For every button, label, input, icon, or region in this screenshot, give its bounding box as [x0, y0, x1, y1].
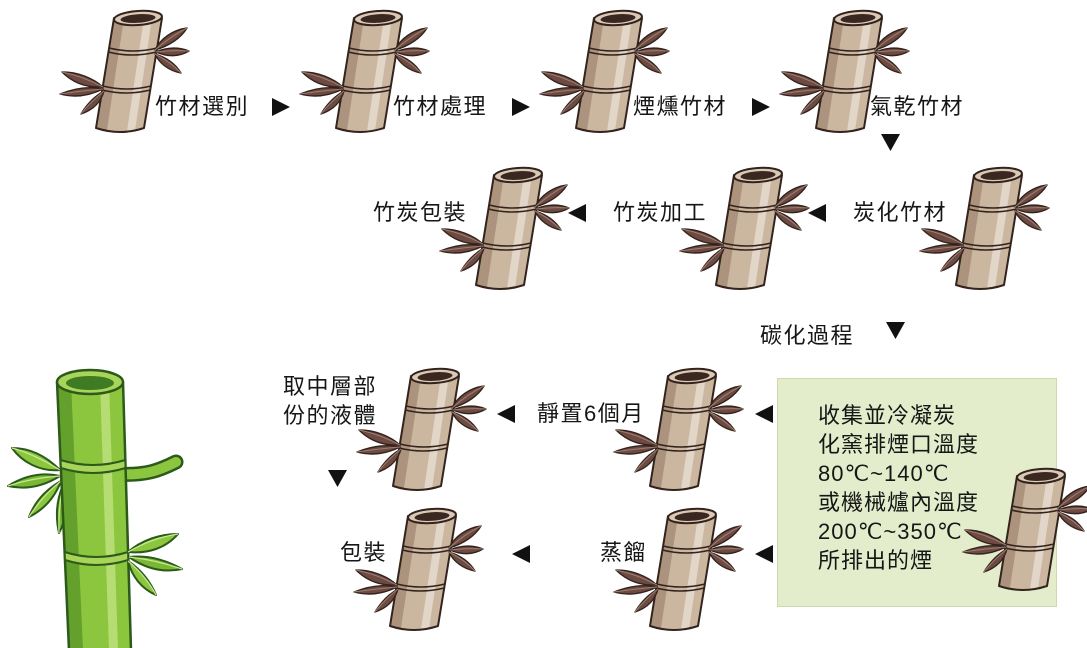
arrow-right-icon — [752, 98, 770, 116]
arrow-left-icon — [497, 405, 515, 423]
smoke-collection-line: 80℃~140℃ — [818, 461, 950, 486]
step-label-line: 份的液體 — [283, 403, 378, 428]
bamboo-icon — [353, 506, 484, 631]
step-label-line: 取中層部 — [283, 374, 378, 399]
arrow-left-icon — [755, 545, 773, 563]
smoke-collection-line: 或機械爐內溫度 — [818, 490, 980, 515]
smoke-collection-line: 收集並冷凝炭 — [818, 403, 957, 428]
step-label-carbonized-bamboo: 炭化竹材 — [853, 200, 948, 225]
bamboo-icon — [439, 165, 570, 290]
step-label-charcoal-processing: 竹炭加工 — [613, 200, 708, 225]
bamboo-icon — [613, 506, 744, 631]
bamboo-icon — [356, 366, 487, 491]
step-label-rest-six-months: 靜置6個月 — [537, 401, 645, 426]
step-label-smoking: 煙燻竹材 — [633, 94, 728, 119]
step-label-bamboo-selection: 竹材選別 — [155, 94, 250, 119]
step-label-charcoal-packaging: 竹炭包裝 — [373, 200, 468, 225]
step-label-bamboo-processing: 竹材處理 — [393, 94, 488, 119]
smoke-collection-line: 所排出的煙 — [818, 548, 934, 573]
green-bamboo-icon — [7, 368, 184, 648]
arrow-left-icon — [568, 204, 586, 222]
arrow-left-icon — [755, 405, 773, 423]
arrow-down-icon — [886, 322, 905, 339]
step-label-distillation: 蒸餾 — [600, 540, 648, 565]
arrow-left-icon — [512, 545, 530, 563]
step-label-extract-middle-layer: 取中層部 份的液體 — [283, 372, 377, 430]
step-label-air-drying: 氣乾竹材 — [870, 94, 965, 119]
smoke-collection-line: 化窯排煙口溫度 — [818, 432, 980, 457]
bamboo-icon — [919, 165, 1050, 290]
arrow-down-icon — [328, 470, 347, 487]
bamboo-icon — [613, 366, 744, 491]
arrow-left-icon — [808, 204, 826, 222]
smoke-collection-box: 收集並冷凝炭 化窯排煙口溫度 80℃~140℃ 或機械爐內溫度 200℃~350… — [777, 378, 1057, 607]
smoke-collection-line: 200℃~350℃ — [818, 519, 963, 544]
step-label-carbonization: 碳化過程 — [760, 323, 855, 348]
arrow-right-icon — [512, 98, 530, 116]
arrow-down-icon — [881, 134, 900, 151]
bamboo-icon — [679, 165, 810, 290]
step-label-packaging: 包裝 — [340, 540, 388, 565]
smoke-collection-text: 收集並冷凝炭 化窯排煙口溫度 80℃~140℃ 或機械爐內溫度 200℃~350… — [818, 401, 979, 575]
bamboo-icon — [962, 466, 1087, 591]
arrow-right-icon — [272, 98, 290, 116]
